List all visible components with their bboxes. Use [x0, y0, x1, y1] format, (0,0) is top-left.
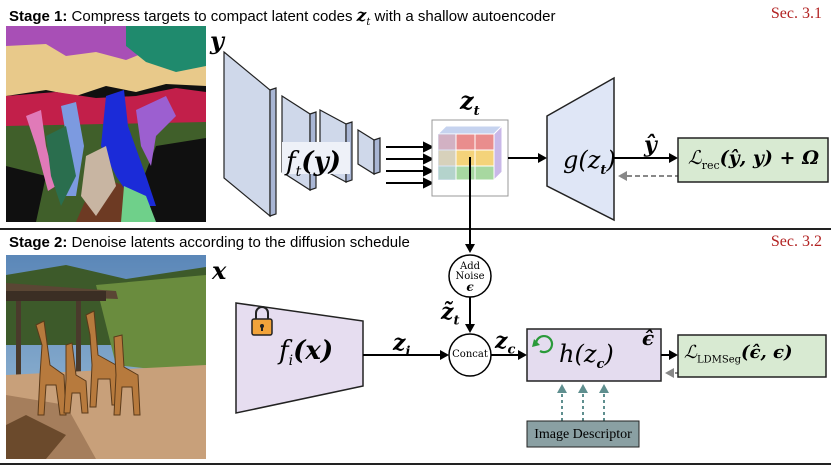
- stage-divider: [0, 228, 831, 230]
- stage2-denoiser-h: h(z: [559, 340, 597, 368]
- stage2-encoder-label: fi(x): [279, 336, 333, 369]
- stage2-encoder-f: f: [279, 336, 289, 366]
- stage2-concat-out-label: zc: [495, 328, 515, 357]
- stage2-loss-box: [677, 334, 827, 378]
- stage1-title-math-sub: t: [366, 17, 371, 28]
- stage1-decoder: [546, 76, 615, 222]
- segmentation-map-image: [6, 26, 206, 222]
- stage1-latent-label: zt: [460, 86, 480, 119]
- stage1-encoder-layers: [223, 50, 381, 218]
- stage1-encoder-sub: t: [295, 164, 302, 181]
- add-noise-epsilon: ϵ: [466, 280, 474, 294]
- bottom-rule: [0, 463, 831, 465]
- stage1-decoder-label: g(zt): [563, 146, 616, 178]
- stage1-decoder-close: ): [606, 146, 616, 174]
- descriptor-arrows: [557, 384, 609, 421]
- image-descriptor-box: [526, 420, 640, 448]
- giraffe-photo: [6, 255, 206, 459]
- stage2-title-text: Denoise latents according to the diffusi…: [71, 234, 410, 251]
- stage2-loss-label: ℒLDMSeg(ϵ̂, ϵ): [684, 342, 793, 366]
- lock-icon: [251, 306, 273, 336]
- stage2-loss-sub: LDMSeg: [696, 354, 742, 366]
- stage1-loss-label: ℒrec(ŷ, y) + Ω: [688, 147, 819, 172]
- stage1-encoder-arg: (y): [301, 147, 341, 177]
- stage2-denoiser-close: ): [604, 340, 614, 368]
- stage2-title: Stage 2: Denoise latents according to th…: [9, 234, 410, 251]
- stage2-output-label: ϵ̂: [642, 326, 655, 350]
- stage1-encoder-arrows: [386, 141, 435, 189]
- stage1-title-math: z: [356, 6, 367, 26]
- stage1-encoder-label-bg: [282, 142, 350, 174]
- stage2-encoder-sub: i: [288, 353, 294, 370]
- stage1-loss-sub: rec: [701, 158, 720, 172]
- add-noise-line1: Add: [459, 261, 481, 272]
- stage1-loss-L: ℒ: [688, 147, 702, 169]
- stage2-noisy-latent-z: z̃: [441, 299, 454, 325]
- stage1-title: Stage 1: Compress targets to compact lat…: [9, 6, 555, 28]
- stage1-latent-z: z: [460, 86, 474, 115]
- stage2-image-label: x: [212, 256, 227, 285]
- stage2-encoder-arg: (x): [293, 336, 334, 366]
- stage2-pipeline: [235, 157, 827, 448]
- stage1-title-bold: Stage 1:: [9, 8, 68, 25]
- stage2-noisy-latent-sub: t: [453, 313, 460, 329]
- stage1-title-text: Compress targets to compact latent codes: [71, 8, 353, 25]
- stage2-loss-L: ℒ: [684, 342, 697, 363]
- stage1-encoder-label: ft(y): [286, 147, 341, 180]
- stage1-pipeline: [223, 50, 829, 222]
- loop-icon: [532, 335, 554, 354]
- stage2-latent-sub: i: [405, 344, 411, 360]
- stage2-loss-arg: (ϵ̂, ϵ): [741, 342, 793, 363]
- add-noise-label: Add Noise ϵ: [446, 261, 494, 294]
- stage2-concat-out-sub: c: [507, 342, 516, 358]
- stage1-encoder-f: f: [286, 147, 296, 177]
- concat-label: Concat: [452, 349, 488, 360]
- add-noise-line2: Noise: [455, 271, 485, 282]
- stage1-section-ref: Sec. 3.1: [770, 5, 822, 22]
- stage1-loss-arg: (ŷ, y) + Ω: [719, 147, 819, 169]
- stage2-latent-z: z: [393, 330, 406, 356]
- image-descriptor-label: Image Descriptor: [534, 427, 632, 442]
- stage1-latent-cube: [436, 124, 504, 182]
- stage2-section-ref: Sec. 3.2: [770, 233, 822, 250]
- stage1-title-tail: with a shallow autoencoder: [374, 8, 556, 25]
- stage2-latent-label: zi: [393, 330, 410, 359]
- stage1-decoder-sub: t: [600, 162, 607, 178]
- stage2-denoiser-sub: c: [596, 356, 605, 372]
- stage1-latent-sub: t: [473, 103, 480, 119]
- stage1-image-label: y: [210, 26, 224, 55]
- stage1-output-label: ŷ: [644, 132, 657, 158]
- stage2-denoiser-label: h(zc): [559, 340, 614, 372]
- stage1-decoder-g: g(z: [563, 146, 601, 174]
- stage2-noisy-latent-label: z̃t: [441, 299, 460, 328]
- stage2-title-bold: Stage 2:: [9, 234, 68, 251]
- stage1-loss-box: [677, 137, 829, 183]
- stage2-concat-out-z: z: [495, 328, 508, 354]
